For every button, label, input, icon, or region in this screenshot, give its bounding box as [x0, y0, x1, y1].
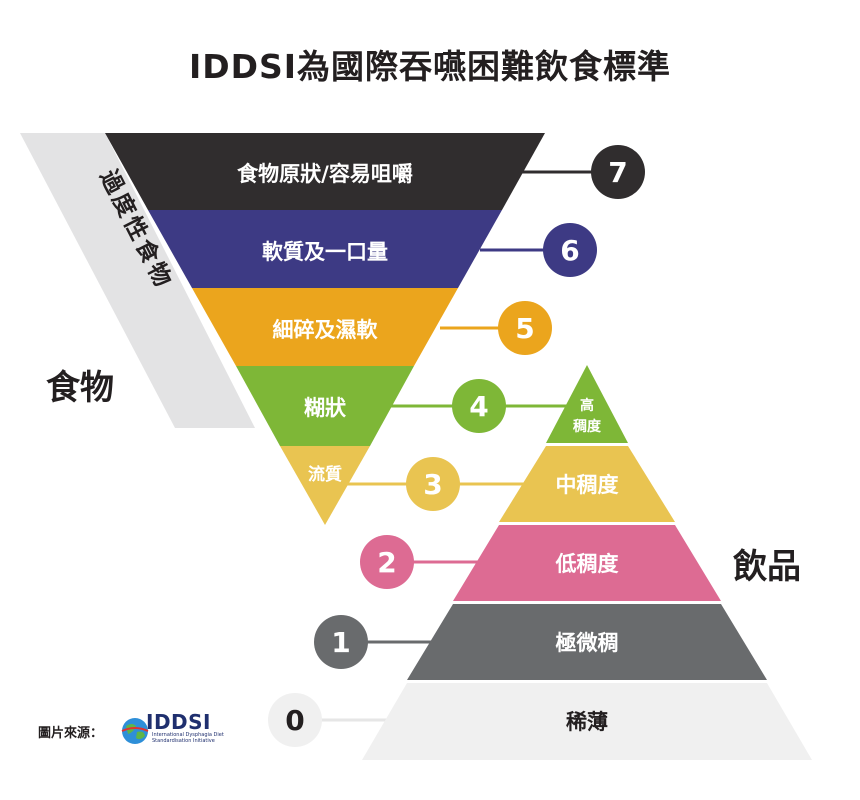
drink-band-label-4-line1: 高	[580, 397, 594, 414]
level-2-circle	[360, 535, 414, 589]
globe-icon	[121, 718, 149, 744]
level-7-circle	[591, 145, 645, 199]
level-3-circle	[406, 457, 460, 511]
drink-band-label-4-line2: 稠度	[573, 418, 602, 435]
level-7-number: 7	[608, 156, 627, 189]
drink-band-label-0: 稀薄	[566, 710, 608, 734]
food-band-level-6	[148, 210, 502, 288]
level-4-circle	[452, 379, 506, 433]
level-3-number: 3	[423, 468, 442, 501]
drink-band-level-3	[499, 446, 675, 522]
level-0-number: 0	[285, 704, 304, 737]
level-5-circle	[498, 301, 552, 355]
level-2-number: 2	[377, 546, 396, 579]
food-band-level-5	[192, 288, 458, 366]
logo-subtitle-line2: Standardisation Initiative	[152, 738, 215, 744]
image-source-label: 圖片來源：	[38, 726, 104, 741]
food-section-label: 食物	[46, 368, 114, 408]
drink-band-label-1: 極微稠	[556, 631, 619, 655]
drink-section-label: 飲品	[733, 547, 801, 587]
food-band-level-3	[280, 446, 370, 525]
logo-subtitle-line1: International Dysphagia Diet	[152, 732, 224, 738]
food-band-label-3: 流質	[308, 464, 342, 485]
level-1-number: 1	[331, 626, 350, 659]
drink-band-level-0	[362, 683, 812, 760]
level-5-number: 5	[515, 312, 534, 345]
level-1-circle	[314, 615, 368, 669]
food-band-level-4	[236, 366, 414, 446]
food-band-label-5: 細碎及濕軟	[273, 318, 379, 342]
food-band-label-4: 糊狀	[304, 396, 347, 420]
logo-wordmark: IDDSI	[146, 710, 211, 734]
level-0-circle	[268, 693, 322, 747]
drink-band-level-1	[407, 604, 767, 680]
drink-band-level-2	[453, 525, 721, 601]
level-4-number: 4	[469, 390, 488, 423]
drink-band-level-4	[546, 365, 628, 443]
iddsi-logo: IDDSI International Dysphagia Diet Stand…	[120, 710, 230, 748]
food-band-label-6: 軟質及一口量	[262, 240, 388, 264]
page-title: IDDSI為國際吞嚥困難飲食標準	[188, 47, 672, 86]
drink-band-label-3: 中稠度	[556, 473, 619, 497]
food-band-label-7: 食物原狀/容易咀嚼	[237, 162, 413, 186]
transitional-foods-band	[20, 133, 255, 428]
level-6-circle	[543, 223, 597, 277]
food-band-level-7	[105, 133, 545, 210]
level-6-number: 6	[560, 234, 579, 267]
logo-subtitle: International Dysphagia Diet Standardisa…	[152, 732, 224, 744]
drink-band-label-2: 低稠度	[555, 552, 619, 576]
